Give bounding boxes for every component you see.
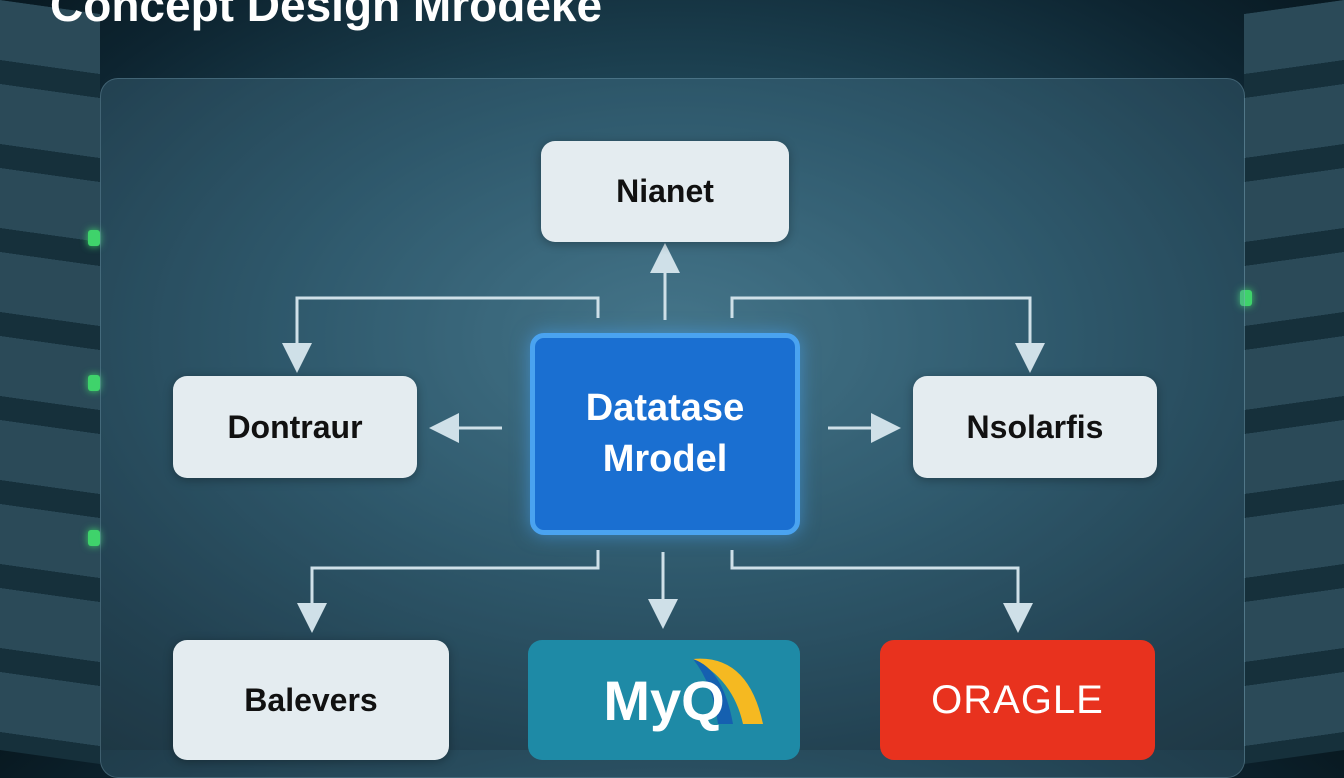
node-bottom-left[interactable]: Balevers <box>173 640 449 760</box>
dolphin-swoosh-icon <box>693 658 763 724</box>
page-title: Concept Design Mrodeke <box>50 0 603 31</box>
status-led <box>1240 290 1252 306</box>
node-center-database-model[interactable]: Datatase Mrodel <box>530 333 800 535</box>
status-led <box>88 530 100 546</box>
arrow-to-right-upper <box>730 296 1045 373</box>
center-label-line1: Datatase <box>585 386 745 429</box>
node-top[interactable]: Nianet <box>541 141 789 242</box>
node-right[interactable]: Nsolarfis <box>913 376 1157 478</box>
node-mysql-logo[interactable]: MyQ <box>528 640 800 760</box>
mysql-label: MyQ <box>603 668 725 732</box>
center-label-line2: Mrodel <box>602 438 728 480</box>
arrow-to-bottom-left <box>297 550 600 633</box>
connector-arrows <box>282 243 1045 633</box>
arrow-to-left-upper <box>282 296 600 373</box>
arrow-to-bottom-right <box>730 550 1033 633</box>
status-led <box>88 230 100 246</box>
node-oracle-logo[interactable]: ORAGLE <box>880 640 1155 760</box>
node-left[interactable]: Dontraur <box>173 376 417 478</box>
status-led <box>88 375 100 391</box>
